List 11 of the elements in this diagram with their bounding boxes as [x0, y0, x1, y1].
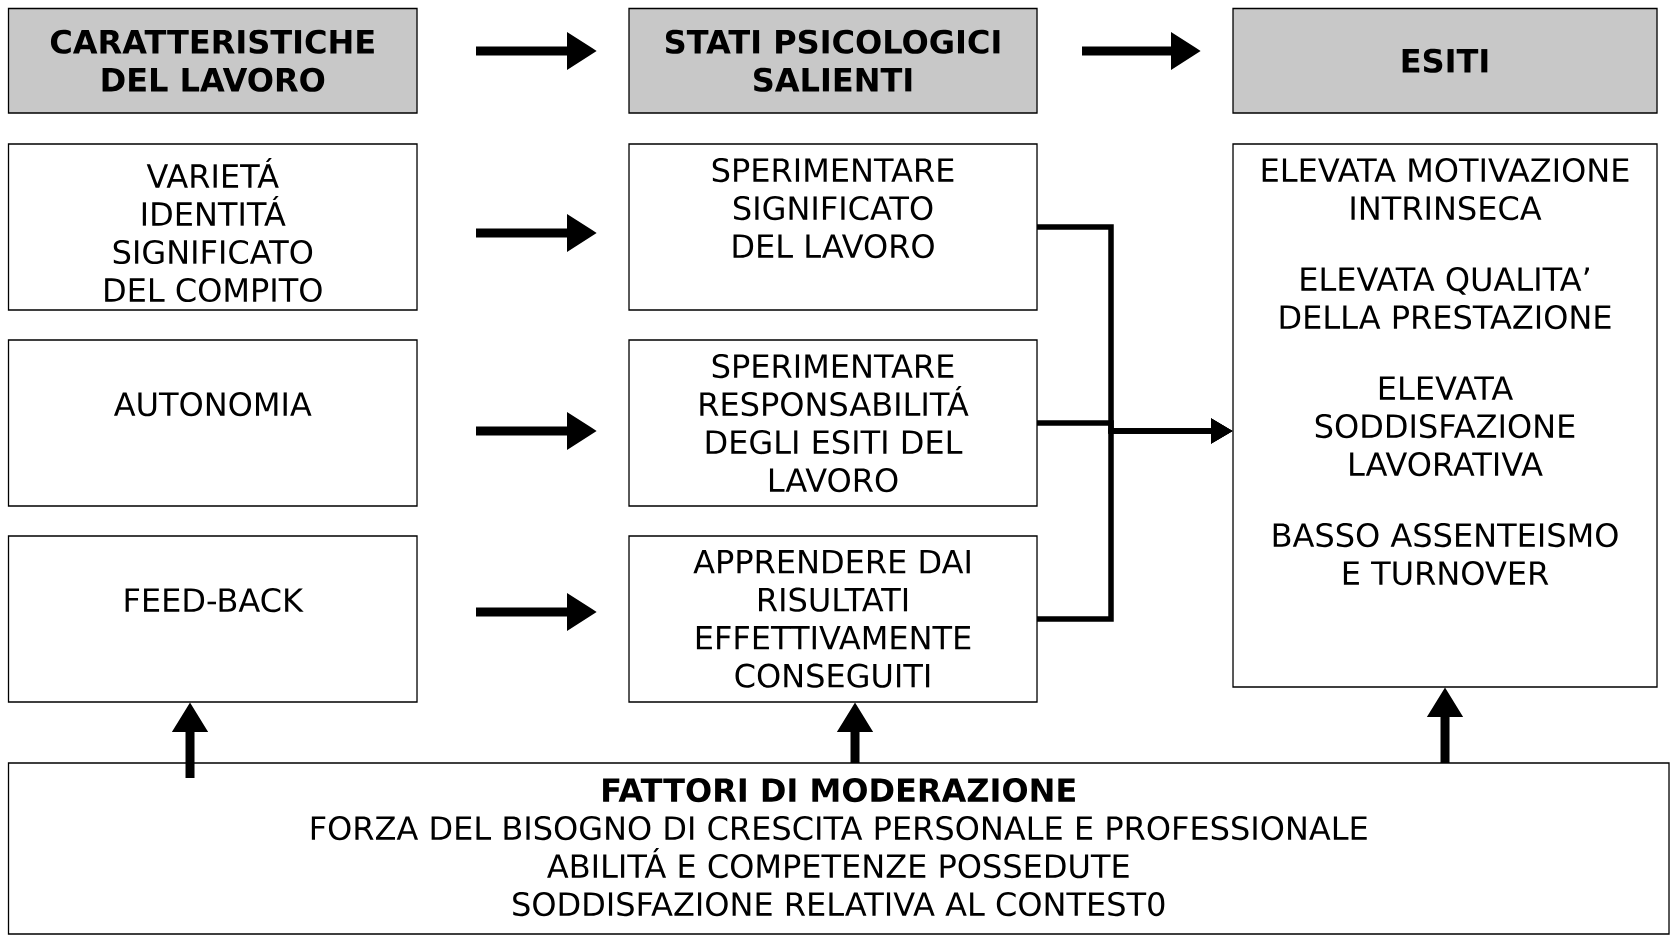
process-box: FEED-BACK — [7, 535, 418, 703]
column-header: CARATTERISTICHE DEL LAVORO — [7, 7, 418, 114]
process-box: SPERIMENTARE RESPONSABILITÁ DEGLI ESITI DEL LAVORO — [628, 339, 1038, 507]
process-box: SPERIMENTARE SIGNIFICATO DEL LAVORO — [628, 143, 1038, 311]
process-box: APPRENDERE DAI RISULTATI EFFETTIVAMENTE CONSEGUITI — [628, 535, 1038, 703]
column-header: ESITI — [1232, 7, 1658, 114]
process-box: VARIETÁ IDENTITÁ SIGNIFICATO DEL COMPITO — [7, 143, 418, 311]
column-header: STATI PSICOLOGICI SALIENTI — [628, 7, 1038, 114]
moderator-box: FATTORI DI MODERAZIONE FORZA DEL BISOGNO DI CRESCITA PERSONALE E PROFESSIONALE ABILITÁ E COMPETENZE POSSEDUTE SODDISFAZIONE RELATIVA AL CONTEST0 — [7, 762, 1670, 935]
process-box: ELEVATA MOTIVAZIONE INTRINSECA ELEVATA QUALITA’ DELLA PRESTAZIONE ELEVATA SODDISFAZIONE LAVORATIVA BASSO ASSENTEISMO E TURNOVER — [1232, 143, 1658, 688]
process-box: AUTONOMIA — [7, 339, 418, 507]
